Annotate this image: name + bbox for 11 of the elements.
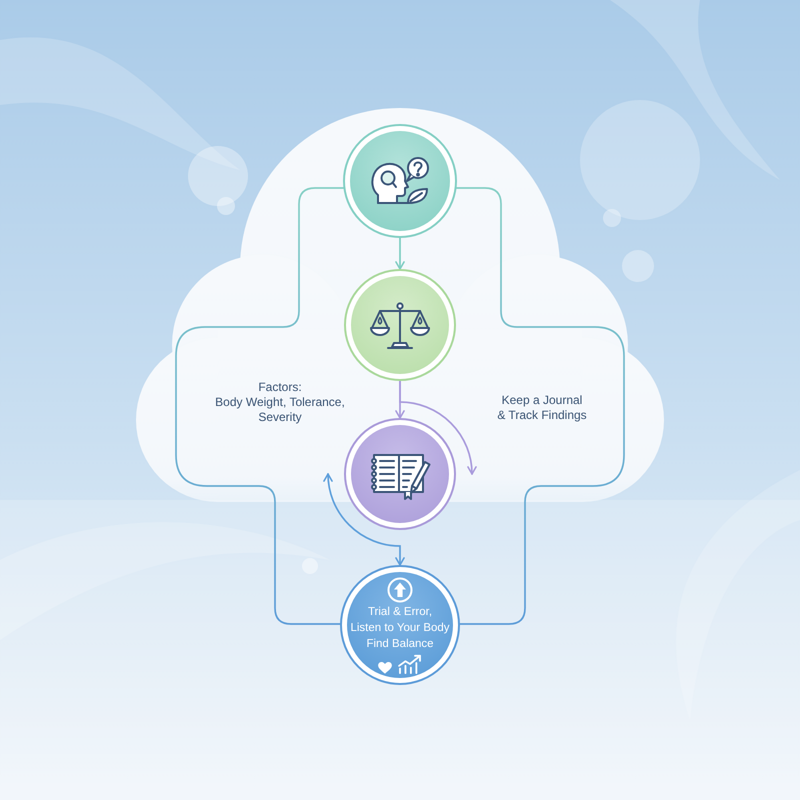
side-label: Body Weight, Tolerance, Severity (214, 395, 346, 425)
arrow (399, 380, 476, 475)
connector-line (175, 187, 344, 625)
side-label: Factors: (258, 380, 302, 395)
arrow (324, 473, 405, 566)
connector-line (456, 187, 625, 625)
step-text: Listen to Your Body (350, 620, 450, 634)
side-label: Keep a Journal & Track Findings (496, 393, 588, 423)
arrow (395, 237, 405, 270)
step-text: Find Balance (366, 636, 434, 650)
step-text: Trial & Error, (368, 604, 432, 618)
